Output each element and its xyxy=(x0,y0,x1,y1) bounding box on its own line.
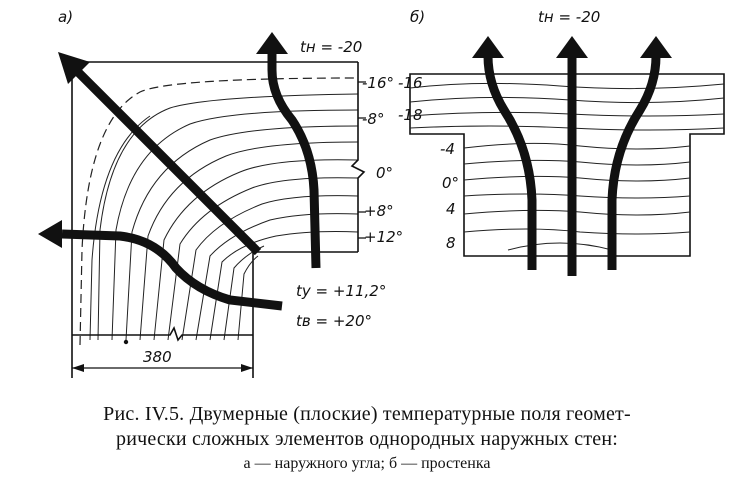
arrowhead-b-center xyxy=(556,36,588,58)
panel-b: б) tн = -20 -18 -4 0° 4 8 xyxy=(398,8,725,276)
iso-label-a-6: +12° xyxy=(364,228,403,246)
iso-label-a-4: 0° xyxy=(376,164,393,182)
iso-label-b-5: 8 xyxy=(446,234,456,252)
panel-b-letter: б) xyxy=(410,8,425,26)
caption-line-3: а — наружного угла; б — простенка xyxy=(243,455,491,472)
dimension-380: 380 xyxy=(72,348,253,372)
iso-label-b-4: 4 xyxy=(446,200,456,218)
horizontal-heat-flow xyxy=(61,229,283,311)
t-outer-a: tн = -20 xyxy=(300,38,362,56)
wall-a-outline xyxy=(71,61,358,378)
panel-a: а) 380 xyxy=(38,8,423,378)
iso-label-a-1: -16° xyxy=(362,74,394,92)
iso-label-b-3: 0° xyxy=(442,174,459,192)
caption-line-2: рически сложных элементов однородных нар… xyxy=(116,428,618,450)
figure-canvas: а) 380 xyxy=(38,8,725,378)
caption-line-1: Рис. IV.5. Двумерные (плоские) температу… xyxy=(103,403,631,425)
isotherms-b xyxy=(409,82,725,251)
horizontal-arrowhead xyxy=(38,220,62,248)
panel-a-letter: а) xyxy=(58,8,73,26)
ticks-a xyxy=(358,81,366,239)
t-inner-a: tв = +20° xyxy=(296,312,372,330)
heat-flow-b-right xyxy=(607,55,661,270)
heat-flow-b-left xyxy=(483,55,537,270)
dot-marker xyxy=(123,339,129,345)
iso-label-a-5: +8° xyxy=(364,202,394,220)
dashed-isotherm xyxy=(79,77,359,346)
diagonal-arrowhead xyxy=(58,52,90,84)
t-corner-a: tу = +11,2° xyxy=(296,282,386,300)
t-outer-b: tн = -20 xyxy=(538,8,600,26)
iso-label-b-1: -18 xyxy=(398,106,423,124)
inner-surface-a xyxy=(72,326,253,342)
dimension-label: 380 xyxy=(143,348,172,366)
arrowhead-b-right xyxy=(640,36,672,58)
vertical-arrowhead-a xyxy=(256,32,288,54)
diagonal-heat-flow xyxy=(72,66,262,256)
break-line xyxy=(350,62,366,252)
iso-label-b-2: -4 xyxy=(440,140,455,158)
arrowhead-b-left xyxy=(472,36,504,58)
pier-outline xyxy=(409,73,725,257)
vertical-heat-flow-a xyxy=(267,52,321,269)
iso-label-a-3: -8° xyxy=(362,110,384,128)
